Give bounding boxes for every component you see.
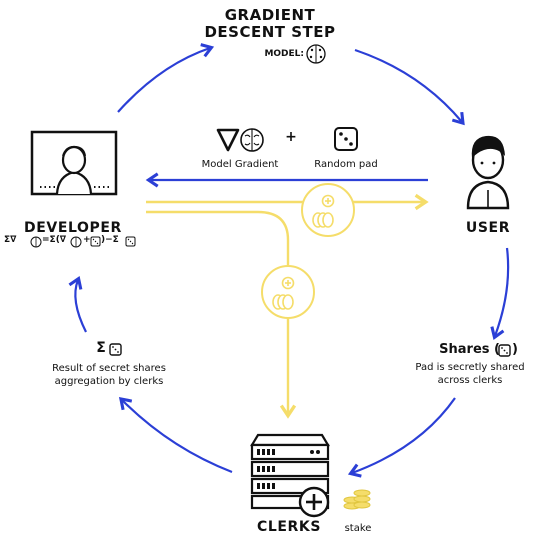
model-gradient-label: Model Gradient: [201, 159, 279, 170]
formula-part: +: [83, 235, 91, 245]
formula-dice-icon: [125, 236, 136, 247]
shares-title-close: ): [512, 342, 518, 357]
shares-caption-line2: across clerks: [437, 375, 503, 386]
random-pad-dice-icon: [334, 127, 358, 151]
diagram-title-line2: DESCENT STEP: [204, 23, 336, 41]
formula-dice-icon: [90, 236, 101, 247]
encrypted-coins-icon: [261, 265, 315, 319]
formula-brain-icon: [30, 236, 42, 248]
user-label: USER: [465, 220, 511, 236]
brain-icon: [306, 44, 326, 64]
arc-result-to-developer: [68, 275, 87, 333]
shares-title: Shares (: [428, 342, 500, 357]
formula-part: Σ∇: [4, 235, 17, 245]
legend-plus: +: [285, 129, 297, 145]
arc-shares-to-clerks: [347, 397, 456, 478]
result-sigma: Σ: [96, 340, 106, 356]
shares-caption-line1: Pad is secretly shared: [415, 362, 525, 373]
developer-formula: Σ∇ =Σ(∇ + )−Σ: [4, 235, 144, 249]
result-caption-line2: aggregation by clerks: [54, 376, 164, 387]
random-pad-label: Random pad: [314, 159, 378, 170]
clerks-server-icon: [250, 433, 330, 518]
shares-title-prefix: Shares (: [439, 342, 500, 357]
stake-label: stake: [344, 523, 372, 534]
user-person-icon: [466, 135, 510, 210]
model-gradient-icon: [216, 128, 264, 152]
formula-part: =Σ(∇: [42, 235, 67, 245]
stake-coins-icon: [343, 489, 371, 510]
arc-developer-to-step: [117, 43, 215, 113]
result-caption-line1: Result of secret shares: [52, 363, 166, 374]
developer-monitor-icon: [30, 130, 118, 196]
shares-dice-icon: [498, 344, 511, 357]
formula-part: )−Σ: [101, 235, 119, 245]
encrypted-coins-icon: [301, 183, 355, 237]
clerks-label: CLERKS: [256, 519, 322, 535]
arc-step-to-user: [354, 48, 465, 126]
arc-clerks-to-result: [118, 396, 233, 474]
developer-label: DEVELOPER: [24, 220, 122, 236]
diagram-title-line1: GRADIENT: [224, 6, 316, 24]
result-dice-icon: [109, 343, 122, 356]
arc-user-to-shares: [490, 247, 510, 341]
formula-brain-icon: [70, 236, 82, 248]
arrow-developer-to-clerks-yellow: [146, 210, 297, 419]
model-label: MODEL:: [264, 49, 304, 59]
